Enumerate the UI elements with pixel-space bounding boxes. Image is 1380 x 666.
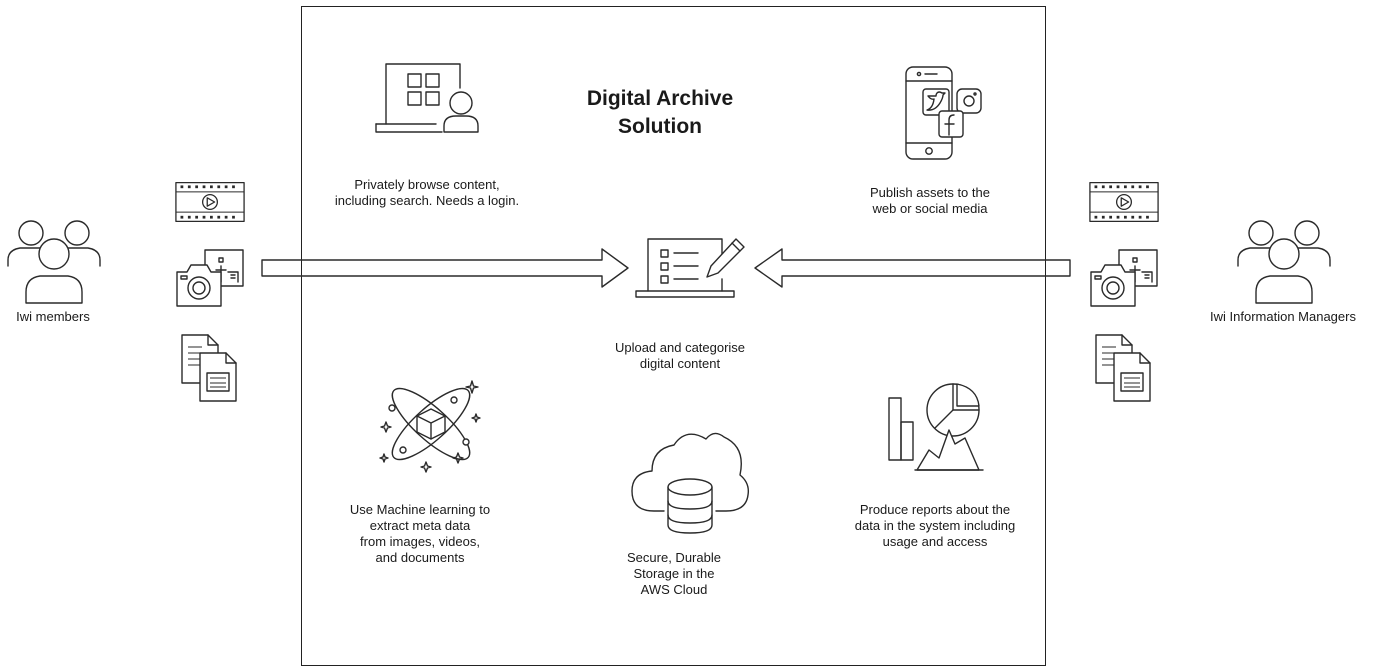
browse-label: Privately browse content, including sear… bbox=[334, 177, 520, 208]
upload-label: Upload and categorise digital content bbox=[614, 340, 746, 371]
publish-label: Publish assets to the web or social medi… bbox=[870, 185, 990, 216]
documents-icon bbox=[180, 333, 240, 403]
analytics-charts-icon bbox=[887, 378, 987, 478]
reports-label: Produce reports about the data in the sy… bbox=[854, 502, 1016, 549]
storage-label: Secure, Durable Storage in the AWS Cloud bbox=[627, 550, 721, 597]
right-arrow-icon bbox=[262, 248, 632, 288]
users-group-icon bbox=[4, 206, 104, 306]
left-arrow-icon bbox=[752, 248, 1072, 288]
diagram-title: Digital Archive Solution bbox=[586, 87, 734, 138]
laptop-checklist-pencil-icon bbox=[636, 235, 752, 305]
cloud-database-icon bbox=[626, 425, 752, 535]
machine-learning-atom-icon bbox=[376, 378, 486, 478]
ml-label: Use Machine learning to extract meta dat… bbox=[349, 502, 491, 565]
camera-photos-icon bbox=[1089, 248, 1159, 308]
video-film-icon bbox=[1089, 180, 1159, 224]
video-film-icon bbox=[175, 180, 245, 224]
laptop-gallery-user-icon bbox=[376, 60, 486, 140]
left-actor-label: Iwi members bbox=[16, 309, 90, 324]
camera-photos-icon bbox=[175, 248, 245, 308]
users-group-icon bbox=[1234, 206, 1334, 306]
documents-icon bbox=[1094, 333, 1154, 403]
mobile-social-media-icon bbox=[903, 65, 993, 165]
right-actor-label: Iwi Information Managers bbox=[1210, 309, 1356, 324]
